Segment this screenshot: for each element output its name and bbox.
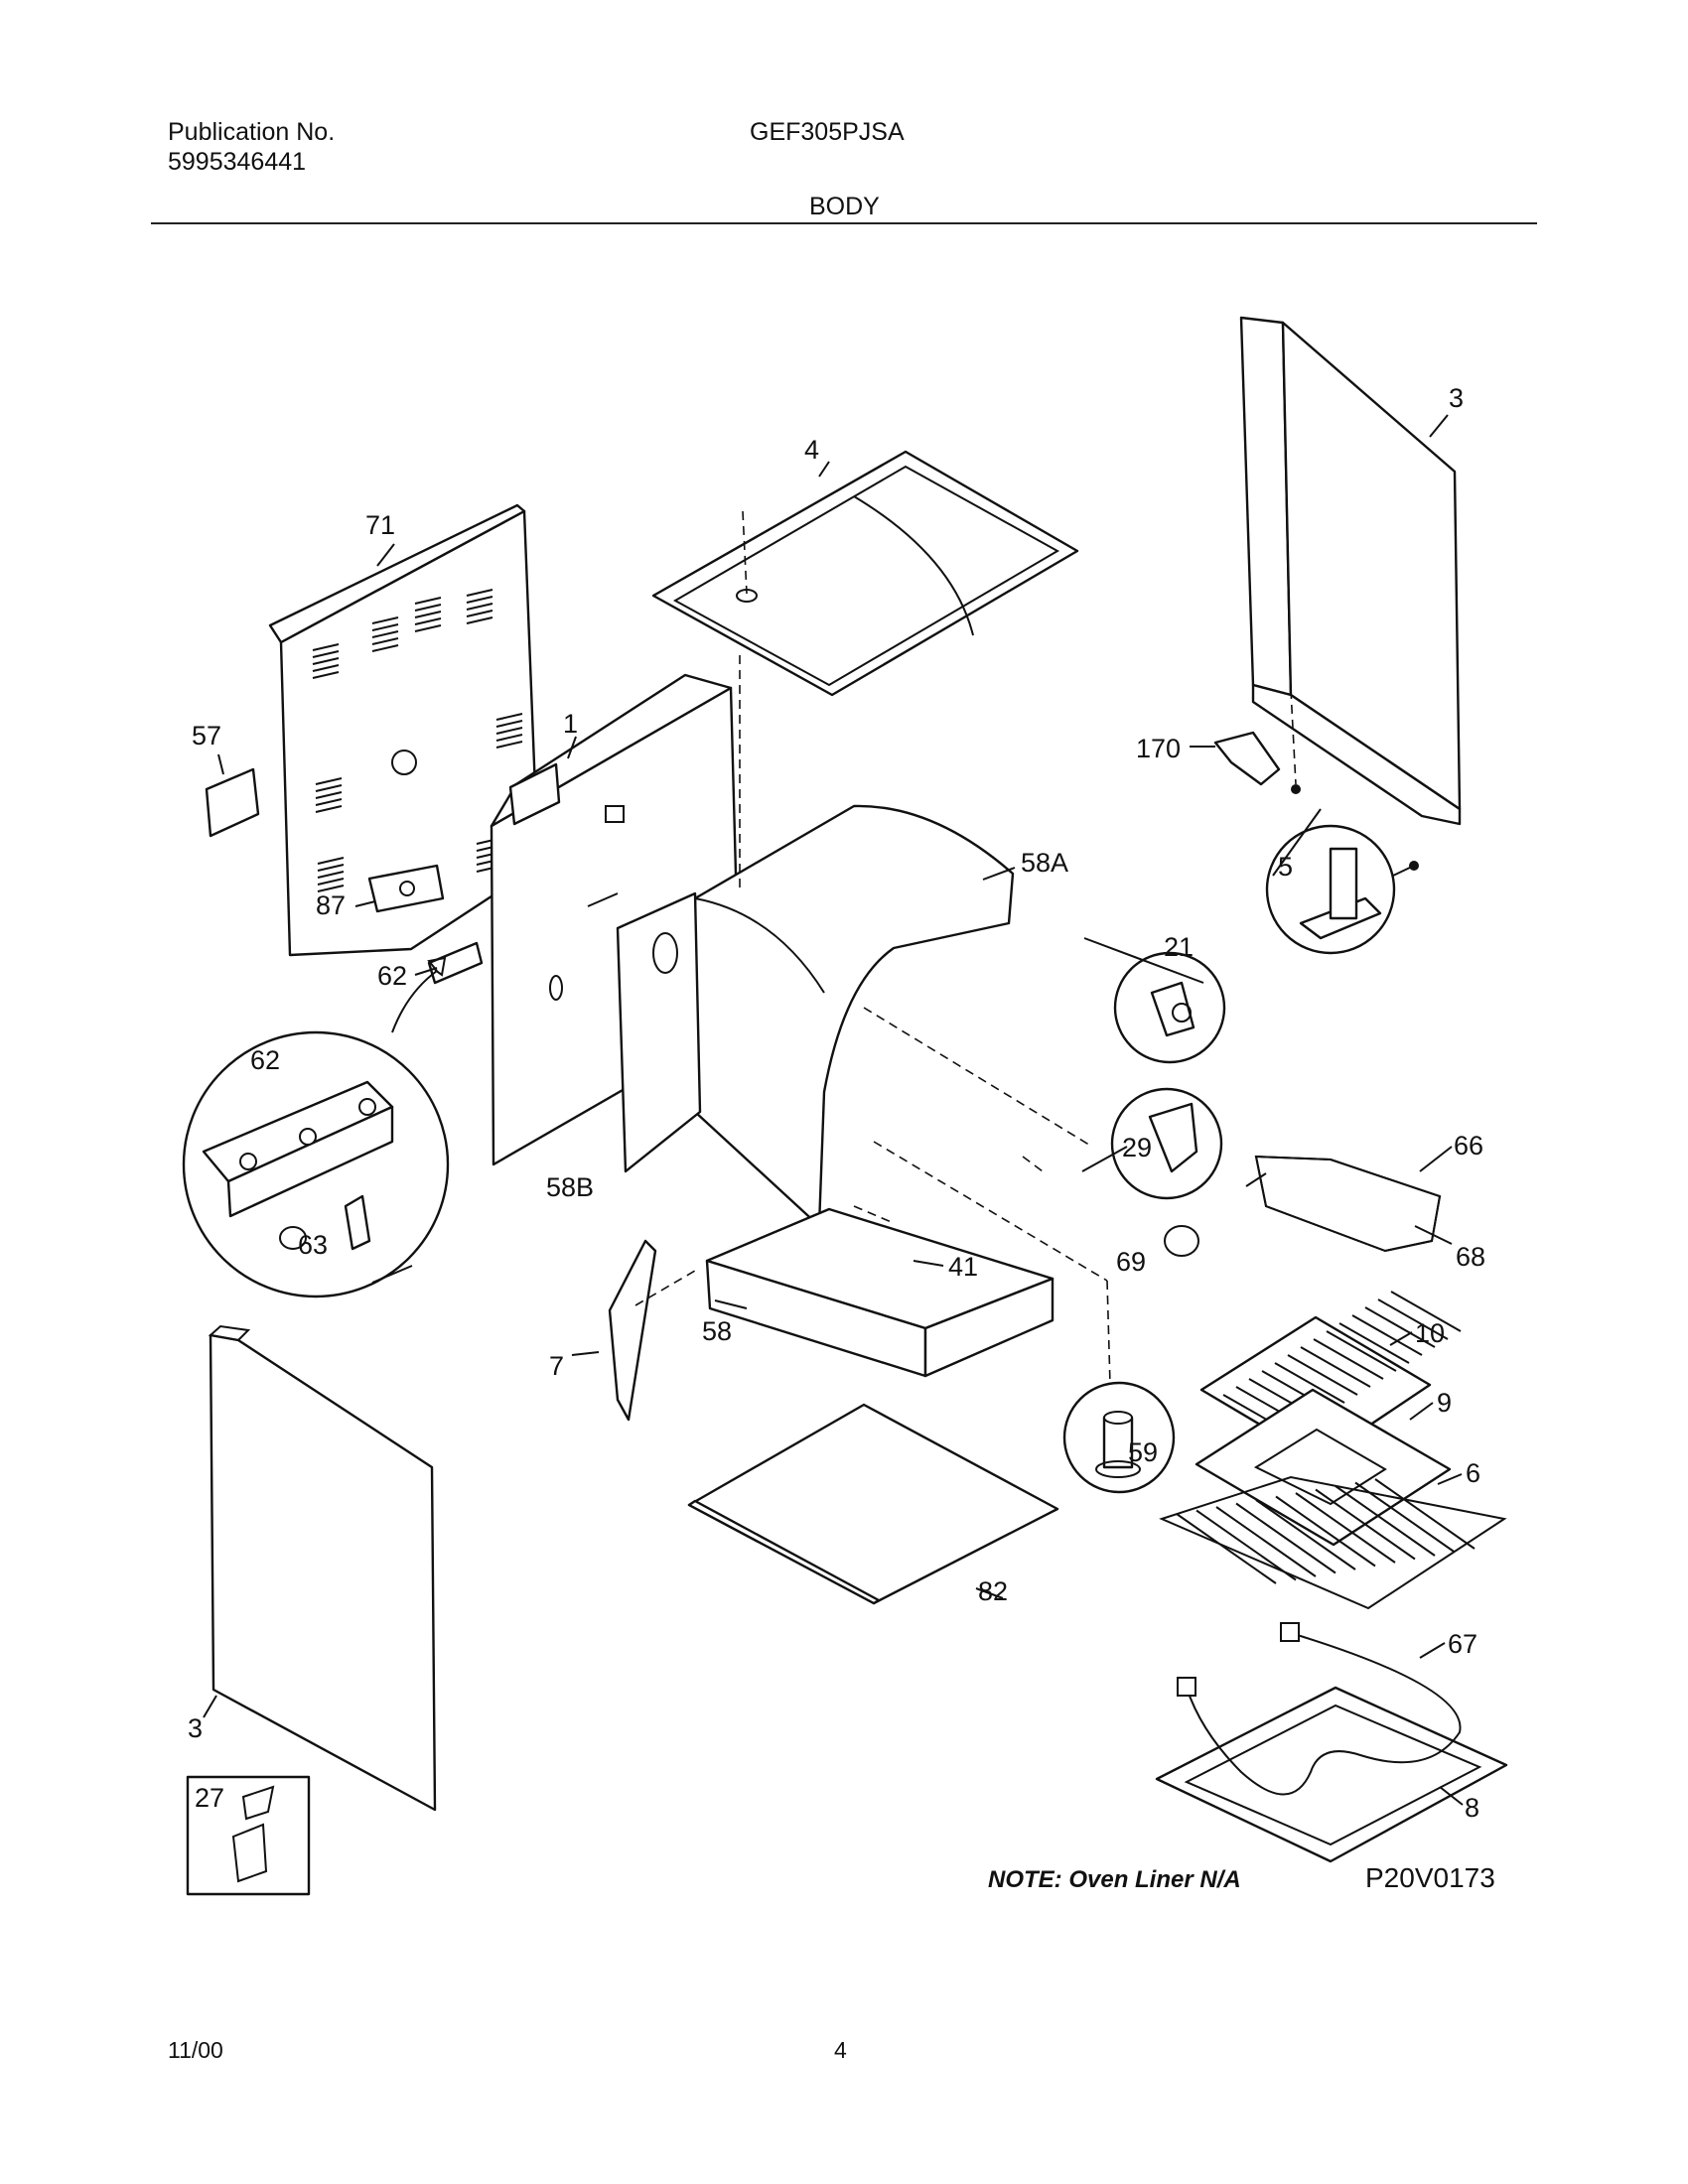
oven-rack-6 bbox=[1159, 1475, 1507, 1610]
callout-6: 6 bbox=[1466, 1458, 1480, 1488]
callout-21: 21 bbox=[1164, 932, 1194, 962]
callout-7: 7 bbox=[549, 1351, 564, 1381]
insulation-58 bbox=[705, 1207, 1055, 1378]
section-title: BODY bbox=[809, 193, 880, 220]
callout-62: 62 bbox=[377, 961, 407, 991]
leveler-5-detail bbox=[1299, 847, 1382, 940]
broil-element-66 bbox=[1245, 1155, 1442, 1253]
model-number: GEF305PJSA bbox=[750, 118, 905, 146]
callout-58b: 58B bbox=[546, 1172, 594, 1202]
callout-29: 29 bbox=[1122, 1133, 1152, 1162]
publication-number: 5995346441 bbox=[168, 148, 307, 176]
insulation-58a bbox=[693, 804, 1015, 1228]
side-panel-3-left bbox=[208, 1324, 437, 1812]
hinge-7 bbox=[608, 1239, 657, 1422]
callout-71: 71 bbox=[365, 510, 395, 540]
callout-10: 10 bbox=[1415, 1318, 1445, 1348]
rear-panel-71 bbox=[268, 503, 540, 957]
footer-date: 11/00 bbox=[168, 2037, 223, 2063]
plug-69 bbox=[1164, 1225, 1199, 1257]
page-number: 4 bbox=[834, 2037, 847, 2063]
callout-69: 69 bbox=[1116, 1247, 1146, 1277]
callout-57: 57 bbox=[192, 721, 221, 751]
callout-67: 67 bbox=[1448, 1629, 1477, 1659]
callout-87: 87 bbox=[316, 890, 346, 920]
callout-59: 59 bbox=[1128, 1437, 1158, 1467]
drawing-code: P20V0173 bbox=[1365, 1862, 1495, 1893]
oven-bottom-8 bbox=[1155, 1686, 1508, 1863]
publication-label: Publication No. bbox=[168, 118, 336, 146]
leader-lines bbox=[203, 414, 1464, 1806]
bottom-panel-82 bbox=[687, 1403, 1059, 1605]
callout-3-left: 3 bbox=[188, 1713, 203, 1743]
bracket-170 bbox=[1213, 731, 1281, 786]
header-divider bbox=[151, 222, 1537, 224]
callout-62-detail: 62 bbox=[250, 1045, 280, 1075]
callout-41: 41 bbox=[948, 1252, 978, 1282]
callout-9: 9 bbox=[1437, 1388, 1452, 1418]
broil-pan-insert-10 bbox=[1199, 1291, 1462, 1461]
insulation-58b bbox=[616, 891, 702, 1173]
broil-pan-9 bbox=[1195, 1388, 1452, 1547]
detail-arrow bbox=[391, 956, 447, 1033]
side-panel-3-right bbox=[1239, 316, 1462, 826]
callout-58a: 58A bbox=[1021, 848, 1068, 878]
terminal-block-62 bbox=[427, 941, 484, 985]
terminal-block-detail bbox=[202, 1080, 413, 1284]
callout-82: 82 bbox=[978, 1576, 1008, 1606]
bake-element-67 bbox=[1177, 1622, 1462, 1796]
callout-27: 27 bbox=[195, 1783, 224, 1813]
top-panel-4 bbox=[651, 450, 1079, 697]
callout-63: 63 bbox=[298, 1230, 328, 1260]
clip-29-detail bbox=[1148, 1102, 1198, 1173]
callout-68: 68 bbox=[1456, 1242, 1485, 1272]
callout-4: 4 bbox=[804, 435, 819, 465]
clip-21-detail bbox=[1150, 981, 1196, 1037]
callout-66: 66 bbox=[1454, 1131, 1483, 1160]
callout-1: 1 bbox=[563, 709, 578, 739]
standoff-59-detail bbox=[1095, 1411, 1141, 1478]
callout-8: 8 bbox=[1465, 1793, 1479, 1823]
callout-5: 5 bbox=[1278, 852, 1293, 882]
callout-170: 170 bbox=[1136, 734, 1181, 763]
plate-57 bbox=[205, 767, 260, 838]
clip-27-detail bbox=[186, 1775, 311, 1896]
callout-58: 58 bbox=[702, 1316, 732, 1346]
oven-liner-note: NOTE: Oven Liner N/A bbox=[988, 1866, 1241, 1893]
callout-3-right: 3 bbox=[1449, 383, 1464, 413]
